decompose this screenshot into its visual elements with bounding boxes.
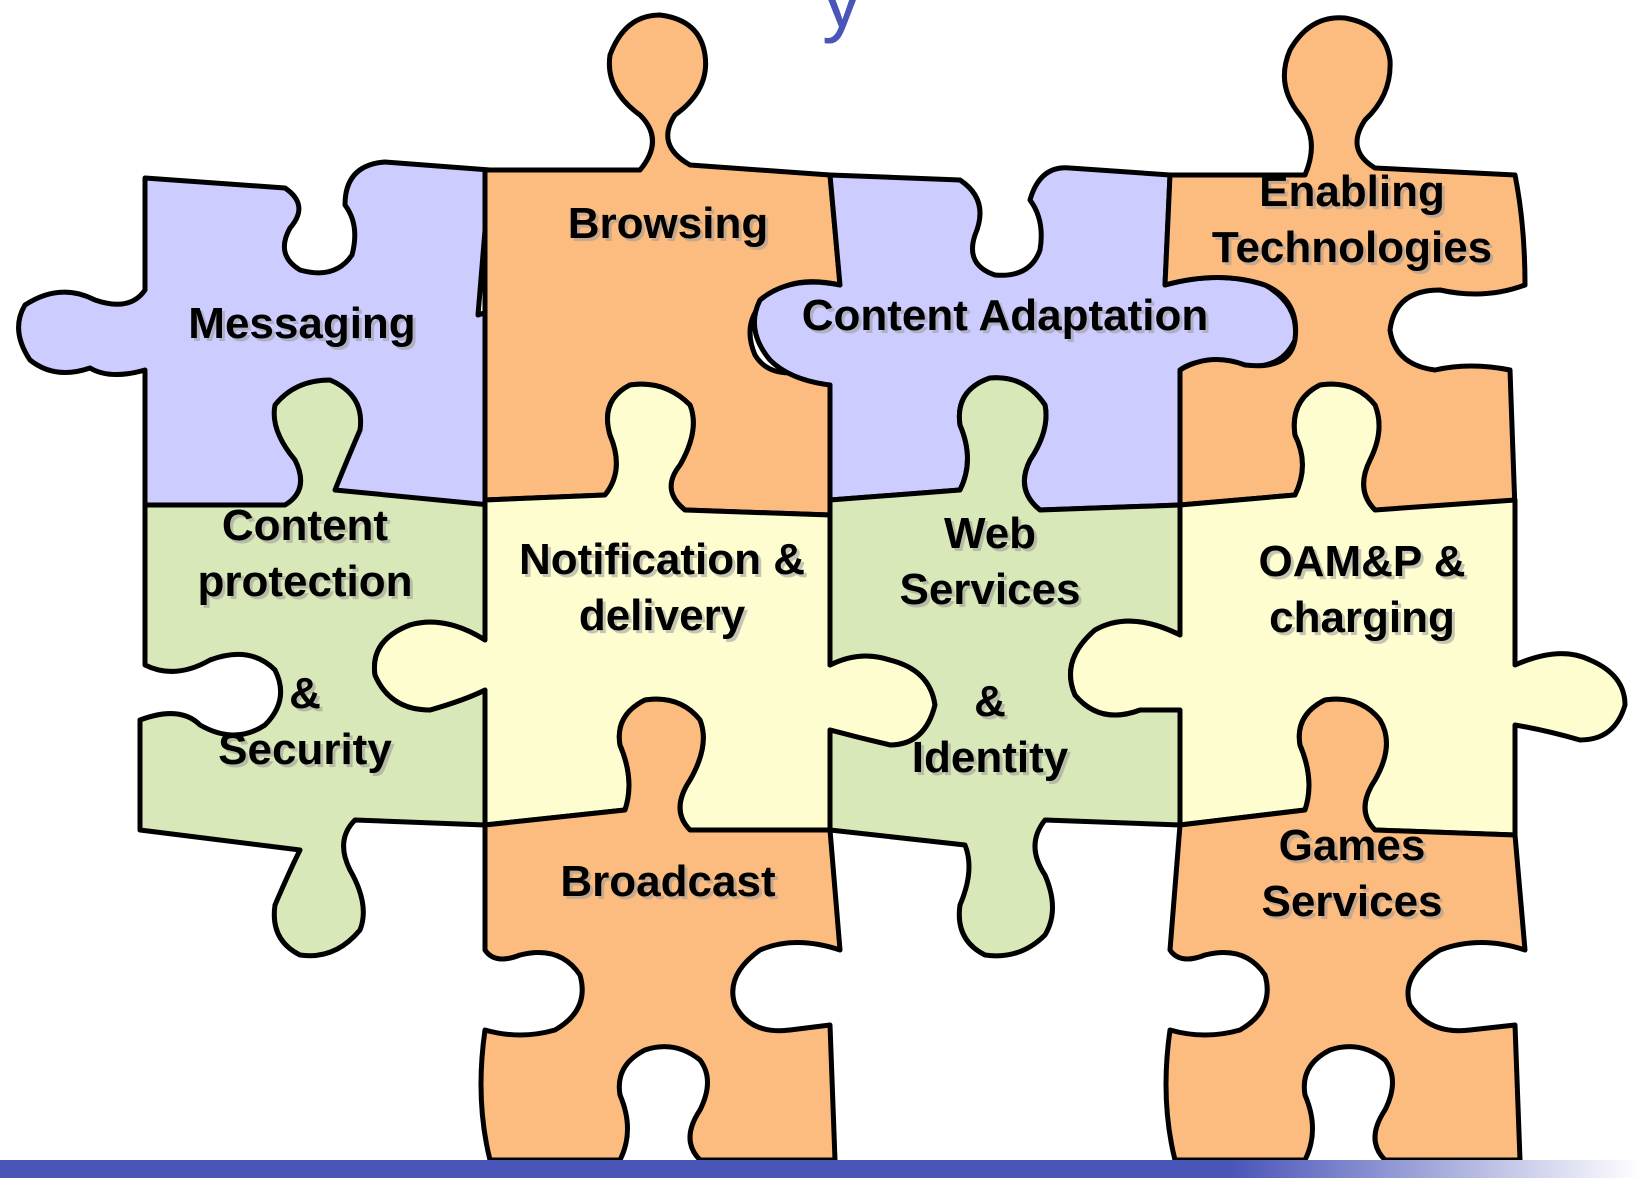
label-shadow: Messaging: [191, 302, 418, 351]
label-shadow: Browsing: [571, 202, 771, 251]
label-shadow: Enabling: [1262, 170, 1448, 219]
piece-label-enabling-technologies: Enabling: [1259, 167, 1445, 216]
piece-label-notification: delivery: [579, 591, 746, 640]
label-shadow: OAM&P &: [1262, 540, 1469, 589]
piece-label-notification: Notification &: [519, 535, 805, 584]
label-shadow: Content: [225, 504, 392, 553]
footer-bar: [0, 1160, 1641, 1178]
piece-label-games-services: Games: [1279, 821, 1426, 870]
piece-label-content-protection: Security: [218, 725, 392, 774]
label-shadow: Services: [902, 568, 1083, 617]
label-shadow: &: [977, 680, 1009, 729]
piece-label-content-adaptation: Content Adaptation: [802, 291, 1209, 340]
piece-label-messaging: Messaging: [188, 299, 415, 348]
piece-label-content-protection: &: [289, 669, 321, 718]
label-shadow: Web: [947, 512, 1039, 561]
piece-label-oamp: charging: [1269, 593, 1455, 642]
label-shadow: Games: [1282, 824, 1429, 873]
piece-label-enabling-technologies: Technologies: [1212, 223, 1492, 272]
label-shadow: Services: [1264, 880, 1445, 929]
piece-label-web-services: Web: [944, 509, 1036, 558]
piece-label-browsing: Browsing: [568, 199, 768, 248]
piece-games-services: [1163, 696, 1528, 1163]
piece-broadcast: [478, 696, 843, 1163]
label-shadow: Content Adaptation: [805, 294, 1212, 343]
piece-content-protection: [137, 377, 493, 959]
title-fragment: y: [822, 0, 862, 40]
piece-label-games-services: Services: [1261, 877, 1442, 926]
piece-enabling-technologies: [1162, 15, 1528, 513]
label-shadow: Technologies: [1215, 226, 1495, 275]
label-shadow: delivery: [582, 594, 749, 643]
piece-label-web-services: Identity: [912, 733, 1069, 782]
piece-label-broadcast: Broadcast: [560, 857, 776, 906]
label-shadow: Identity: [915, 736, 1072, 785]
label-shadow: Notification &: [522, 538, 808, 587]
piece-label-web-services: &: [974, 677, 1006, 726]
label-shadow: Broadcast: [563, 860, 779, 909]
piece-label-web-services: Services: [899, 565, 1080, 614]
label-shadow: protection: [200, 560, 415, 609]
label-shadow: &: [292, 672, 324, 721]
label-shadow: Security: [221, 728, 395, 777]
label-shadow: charging: [1272, 596, 1458, 645]
piece-web-services: [827, 375, 1183, 959]
labels-group: MessagingMessagingBrowsingBrowsingConten…: [188, 167, 1495, 929]
piece-label-content-protection: protection: [197, 557, 412, 606]
piece-label-oamp: OAM&P &: [1259, 537, 1466, 586]
piece-label-content-protection: Content: [222, 501, 389, 550]
piece-oamp: [1068, 381, 1628, 838]
